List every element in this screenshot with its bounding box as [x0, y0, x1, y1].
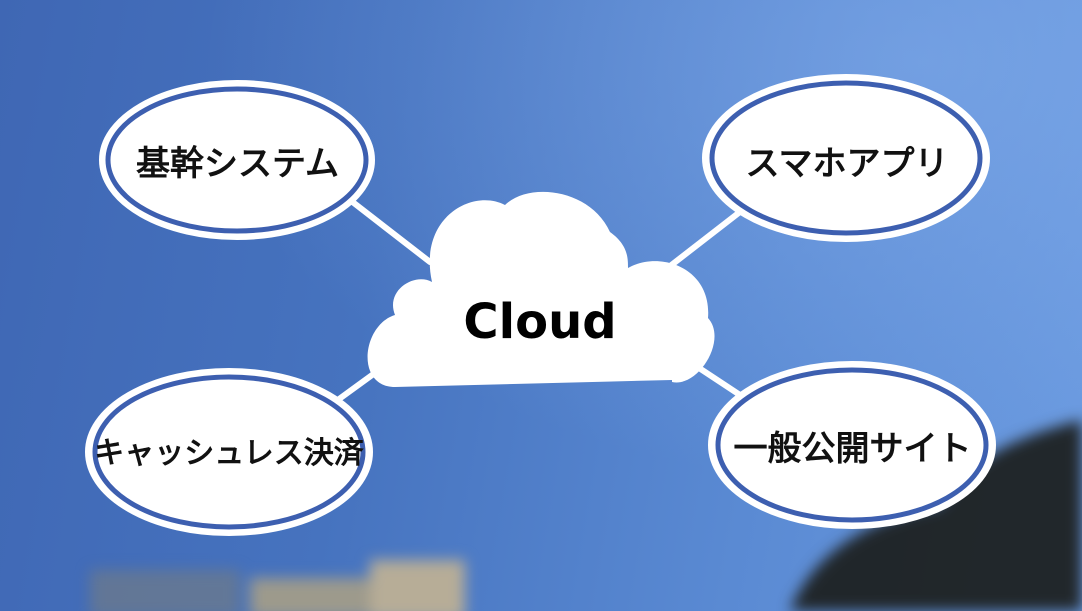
background-building [370, 560, 465, 611]
connector-smartphone-app [662, 205, 748, 273]
smartphone-app-label: スマホアプリ [745, 143, 949, 184]
connector-core-systems [347, 197, 433, 265]
cloud-shape [367, 191, 715, 387]
node-public-site [708, 361, 996, 529]
cashless-payment-label: キャッシュレス決済 [94, 436, 364, 471]
node-cashless-payment [85, 368, 373, 536]
background-building [250, 578, 375, 611]
cloud-label: Cloud [463, 294, 617, 350]
core-systems-label: 基幹システム [136, 143, 339, 184]
background-building [90, 570, 240, 611]
node-smartphone-app [702, 74, 990, 242]
node-core-systems [99, 80, 375, 240]
public-site-label: 一般公開サイト [733, 428, 972, 469]
